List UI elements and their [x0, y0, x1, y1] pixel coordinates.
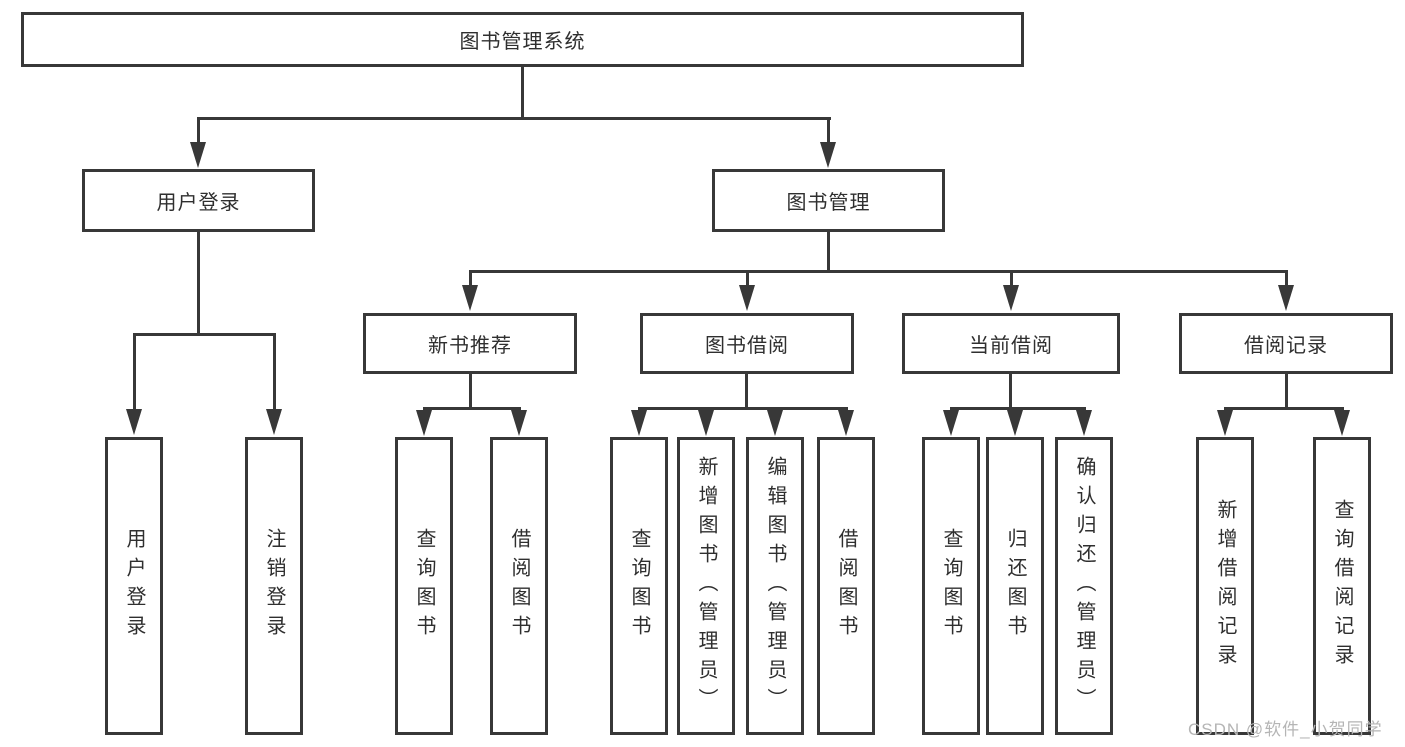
leaf-add-books-admin: 新增图书（管理员）	[677, 437, 735, 735]
connector-new-book-recommend-rail	[423, 407, 521, 410]
leaf-label: 查询图书	[940, 528, 962, 644]
leaf-edit-books-admin: 编辑图书（管理员）	[746, 437, 804, 735]
csdn-watermark: CSDN @软件_小贺同学	[1188, 720, 1383, 739]
arrow-to-borrow-records	[1278, 272, 1294, 311]
leaf-confirm-return-admin: 确认归还（管理员）	[1055, 437, 1113, 735]
connector-book-borrow-rail	[638, 407, 848, 410]
connector-current-borrow-rail	[950, 407, 1086, 410]
connector-user-login-stem	[197, 232, 200, 335]
connector-book-management-stem	[827, 232, 830, 272]
leaf-borrow-books-recommend: 借阅图书	[490, 437, 548, 735]
node-label: 当前借阅	[969, 335, 1053, 357]
node-borrow-records: 借阅记录	[1179, 313, 1393, 374]
leaf-label: 借阅图书	[835, 528, 857, 644]
connector-current-borrow-stem	[1009, 374, 1012, 409]
leaf-label: 查询借阅记录	[1331, 499, 1353, 673]
leaf-query-books-current: 查询图书	[922, 437, 980, 735]
connector-borrow-records-rail	[1224, 407, 1344, 410]
leaf-label: 注销登录	[263, 528, 285, 644]
leaf-label: 确认归还（管理员）	[1073, 455, 1095, 717]
connector-user-login-rail	[133, 333, 276, 336]
node-library-management-system: 图书管理系统	[21, 12, 1024, 67]
leaf-borrow-books: 借阅图书	[817, 437, 875, 735]
arrow-to-leaf-confirm-return	[1076, 408, 1092, 436]
arrow-to-leaf-add-books	[698, 408, 714, 436]
arrow-to-leaf-query-borrow-record	[1334, 408, 1350, 436]
node-book-borrow: 图书借阅	[640, 313, 854, 374]
leaf-label: 用户登录	[123, 528, 145, 644]
leaf-label: 归还图书	[1004, 528, 1026, 644]
arrow-to-leaf-query-books-b	[416, 408, 432, 436]
leaf-return-books: 归还图书	[986, 437, 1044, 735]
leaf-label: 借阅图书	[508, 528, 530, 644]
node-book-management: 图书管理	[712, 169, 945, 232]
leaf-logout: 注销登录	[245, 437, 303, 735]
arrow-to-new-book-recommend	[462, 272, 478, 311]
leaf-query-books-borrow: 查询图书	[610, 437, 668, 735]
arrow-to-leaf-logout	[266, 335, 282, 435]
connector-new-book-recommend-stem	[469, 374, 472, 409]
arrow-to-book-borrow	[739, 272, 755, 311]
leaf-label: 新增借阅记录	[1214, 499, 1236, 673]
connector-root-stem	[521, 67, 524, 119]
node-new-book-recommend: 新书推荐	[363, 313, 577, 374]
connector-book-management-rail	[469, 270, 1288, 273]
arrow-to-leaf-borrow-books-c	[838, 408, 854, 436]
leaf-user-login: 用户登录	[105, 437, 163, 735]
leaf-label: 编辑图书（管理员）	[764, 455, 786, 717]
leaf-label: 查询图书	[413, 528, 435, 644]
node-label: 图书管理	[786, 192, 871, 214]
leaf-label: 新增图书（管理员）	[695, 455, 717, 717]
arrow-to-leaf-query-books-c	[631, 408, 647, 436]
leaf-add-borrow-record: 新增借阅记录	[1196, 437, 1254, 735]
arrow-to-leaf-edit-books	[767, 408, 783, 436]
arrow-to-leaf-user-login	[126, 335, 142, 435]
connector-root-rail	[197, 117, 831, 120]
node-label: 图书管理系统	[459, 31, 586, 53]
arrow-to-current-borrow	[1003, 272, 1019, 311]
arrow-to-book-management	[820, 119, 836, 168]
connector-borrow-records-stem	[1285, 374, 1288, 409]
arrow-to-leaf-borrow-books-b	[511, 408, 527, 436]
node-label: 新书推荐	[428, 335, 512, 357]
node-user-login: 用户登录	[82, 169, 315, 232]
leaf-label: 查询图书	[628, 528, 650, 644]
node-label: 图书借阅	[705, 335, 789, 357]
arrow-to-leaf-query-books-d	[943, 408, 959, 436]
arrow-to-leaf-add-borrow-record	[1217, 408, 1233, 436]
leaf-query-borrow-record: 查询借阅记录	[1313, 437, 1371, 735]
leaf-query-books-recommend: 查询图书	[395, 437, 453, 735]
arrow-to-user-login	[190, 119, 206, 168]
arrow-to-leaf-return-books	[1007, 408, 1023, 436]
node-label: 用户登录	[156, 192, 241, 214]
connector-book-borrow-stem	[745, 374, 748, 409]
node-label: 借阅记录	[1244, 335, 1328, 357]
node-current-borrow: 当前借阅	[902, 313, 1120, 374]
